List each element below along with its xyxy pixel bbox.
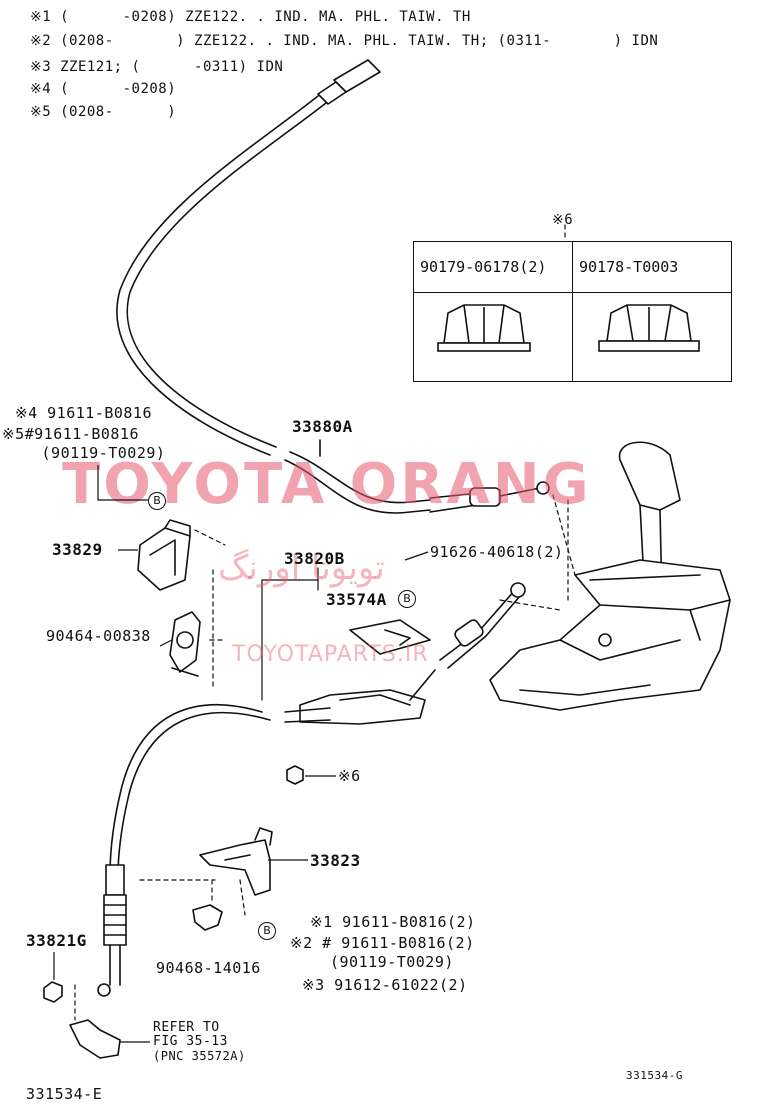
upper-cable [116,95,327,456]
flange-nut-icon [437,304,531,352]
label-33574a: 33574A [326,590,387,609]
label-left-group-2: ※5#91611-B0816 [2,425,139,443]
bracket-fig-35-13 [69,1019,121,1059]
lower-cable [97,703,271,997]
nut-table-col1: 90179-06178(2) [413,241,573,293]
label-33880a: 33880A [292,417,353,436]
circle-b-mid: B [398,590,416,608]
nut-table-col2: 90178-T0003 [572,241,732,293]
shift-lever-assembly [489,441,731,711]
linkage-rod [439,582,526,669]
watermark-persian: تویوتا اورنگ [218,548,385,588]
circle-b-left: B [148,492,166,510]
label-right-group-2: ※2 # 91611-B0816(2) [290,934,475,952]
note-3: ※3 ZZE121; ( -0311) IDN [30,59,284,75]
label-right-group-4: ※3 91612-61022(2) [302,976,468,994]
watermark-site: TOYOTAPARTS.IR [232,642,429,667]
label-right-group-1: ※1 91611-B0816(2) [310,913,476,931]
bracket-33820b [284,669,436,725]
plate-33574a [349,619,431,655]
cable-33880a [284,439,550,514]
refer-line-2: FIG 35-13 [153,1034,228,1049]
note-5: ※5 (0208- ) [30,104,177,120]
label-left-group-1: ※4 91611-B0816 [15,404,152,422]
watermark-main: TOYOTA ORANG [62,452,592,517]
refer-line-3: (PNC 35572A) [153,1049,246,1063]
bracket-lines-33820b [261,567,319,701]
hex-nut-icon [598,304,700,352]
illustration-id-right: 331534-G [626,1069,683,1082]
note-2: ※2 (0208- ) ZZE122. . IND. MA. PHL. TAIW… [30,33,659,49]
nut-33821g [43,981,63,1003]
nut-star6 [286,765,304,785]
label-star6: ※6 [338,767,361,785]
label-33820b: 33820B [284,549,345,568]
clip-90468 [192,904,223,931]
nut-table: 90179-06178(2) 90178-T0003 [413,241,732,382]
label-33823: 33823 [310,851,361,870]
illustration-id-left: 331534-E [26,1085,103,1103]
clip-90464 [169,611,201,677]
nut-table-img2 [572,292,732,382]
note-1: ※1 ( -0208) ZZE122. . IND. MA. PHL. TAIW… [30,9,471,25]
label-90468: 90468-14016 [156,959,261,977]
label-91626: 91626-40618(2) [430,543,564,561]
note-4: ※4 ( -0208) [30,81,177,97]
label-33821g: 33821G [26,931,87,950]
circle-b-lower: B [258,922,276,940]
nut-table-img1 [413,292,573,382]
label-90464: 90464-00838 [46,627,151,645]
leader-lines [74,224,576,1021]
table-marker: ※6 [552,212,574,228]
label-right-group-3: (90119-T0029) [330,953,454,971]
refer-line-1: REFER TO [153,1020,220,1035]
clip-33829 [137,519,191,591]
bracket-33823 [199,827,273,896]
label-33829: 33829 [52,540,103,559]
cable-end-connector-top [317,59,381,105]
label-left-group-3: (90119-T0029) [32,444,166,462]
